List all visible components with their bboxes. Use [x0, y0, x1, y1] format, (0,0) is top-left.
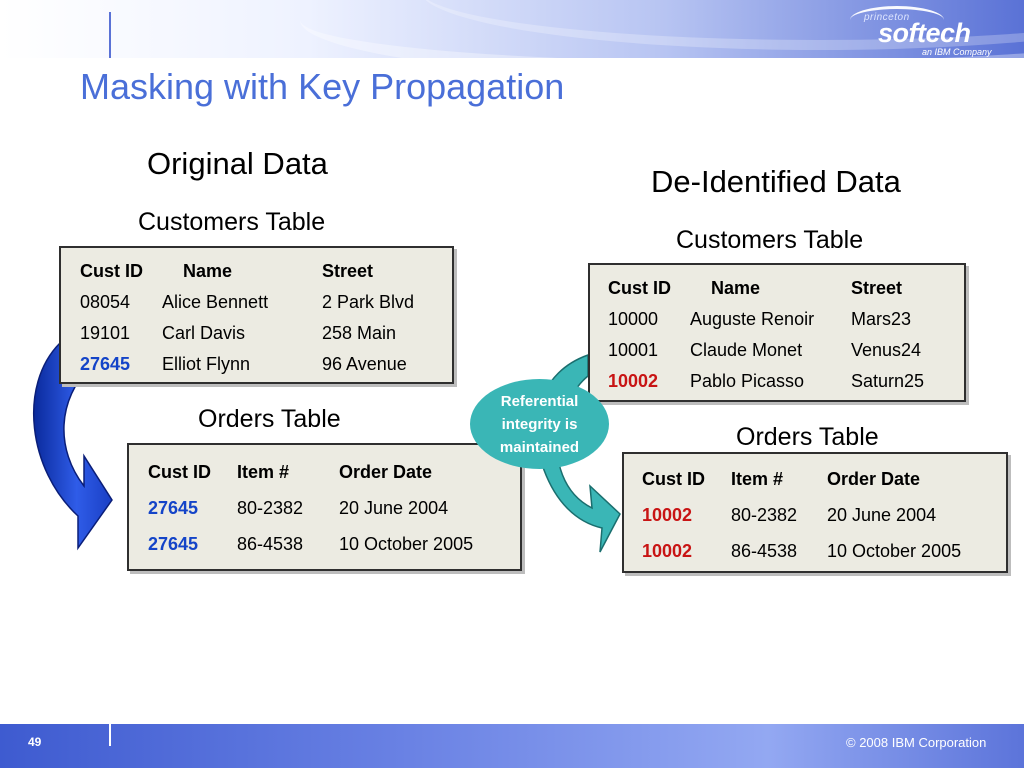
cell-cust-id: 10000 [608, 309, 659, 329]
deidentified-orders-title: Orders Table [736, 423, 879, 451]
original-orders-title: Orders Table [198, 405, 341, 433]
princeton-softech-logo: princeton softech an IBM Company [850, 4, 1010, 58]
header-divider [109, 12, 111, 58]
cell-order-date: 20 June 2004 [827, 505, 937, 525]
cell-cust-id: 19101 [80, 323, 131, 343]
slide-title: Masking with Key Propagation [80, 66, 565, 107]
deidentified-data-heading: De-Identified Data [651, 164, 901, 199]
propagation-arrow-original [33, 342, 113, 551]
col-header-cust-id: Cust ID [148, 462, 211, 482]
cell-street: 96 Avenue [322, 354, 407, 374]
cell-item: 86-4538 [731, 541, 798, 561]
referential-integrity-callout: Referential integrity is maintained [470, 379, 609, 469]
col-header-name: Name [183, 261, 233, 281]
logo-softech: softech [878, 18, 971, 48]
cell-cust-id-key: 10002 [642, 541, 693, 561]
original-customers-table: Cust ID Name Street 08054 Alice Bennett … [59, 246, 454, 384]
cell-name: Claude Monet [690, 340, 803, 360]
col-header-street: Street [322, 261, 374, 281]
cell-name: Auguste Renoir [690, 309, 815, 329]
cell-name: Pablo Picasso [690, 371, 805, 391]
cell-item: 80-2382 [731, 505, 798, 525]
cell-item: 80-2382 [237, 498, 304, 518]
col-header-cust-id: Cust ID [608, 278, 671, 298]
col-header-cust-id: Cust ID [642, 469, 705, 489]
deidentified-customers-title: Customers Table [676, 226, 864, 254]
logo-arc [850, 6, 944, 34]
logo-princeton: princeton [864, 12, 910, 23]
cell-street: 2 Park Blvd [322, 292, 415, 312]
cell-cust-id: 08054 [80, 292, 131, 312]
cell-street: Venus24 [851, 340, 922, 360]
cell-cust-id-key: 27645 [148, 534, 199, 554]
logo-ibm-company: an IBM Company [922, 47, 992, 57]
cell-street: 258 Main [322, 323, 397, 343]
cell-order-date: 10 October 2005 [827, 541, 962, 561]
col-header-cust-id: Cust ID [80, 261, 143, 281]
callout-line-1: Referential [500, 393, 579, 410]
cell-order-date: 20 June 2004 [339, 498, 449, 518]
cell-street: Mars23 [851, 309, 912, 329]
cell-name: Elliot Flynn [162, 354, 251, 374]
cell-cust-id-key: 27645 [148, 498, 199, 518]
cell-cust-id-key: 10002 [608, 371, 659, 391]
cell-cust-id: 10001 [608, 340, 659, 360]
original-data-heading: Original Data [147, 146, 328, 181]
deidentified-orders-table: Cust ID Item # Order Date 10002 80-2382 … [622, 452, 1008, 573]
col-header-order-date: Order Date [827, 469, 921, 489]
original-customers-title: Customers Table [138, 208, 326, 236]
cell-cust-id-key: 27645 [80, 354, 131, 374]
footer-band [0, 724, 1024, 768]
callout-line-3: maintained [499, 439, 580, 456]
copyright-notice: © 2008 IBM Corporation [846, 735, 987, 750]
deidentified-customers-table: Cust ID Name Street 10000 Auguste Renoir… [588, 263, 966, 402]
original-orders-table: Cust ID Item # Order Date 27645 80-2382 … [127, 443, 522, 571]
header-swoosh-2 [420, 0, 1024, 50]
col-header-street: Street [851, 278, 903, 298]
cell-cust-id-key: 10002 [642, 505, 693, 525]
callout-line-2: integrity is [501, 416, 578, 433]
col-header-item: Item # [731, 469, 784, 489]
footer-divider [109, 724, 111, 746]
cell-item: 86-4538 [237, 534, 304, 554]
cell-name: Alice Bennett [162, 292, 269, 312]
page-number: 49 [28, 735, 42, 749]
cell-street: Saturn25 [851, 371, 925, 391]
cell-order-date: 10 October 2005 [339, 534, 474, 554]
col-header-name: Name [711, 278, 761, 298]
col-header-order-date: Order Date [339, 462, 433, 482]
col-header-item: Item # [237, 462, 290, 482]
cell-name: Carl Davis [162, 323, 246, 343]
